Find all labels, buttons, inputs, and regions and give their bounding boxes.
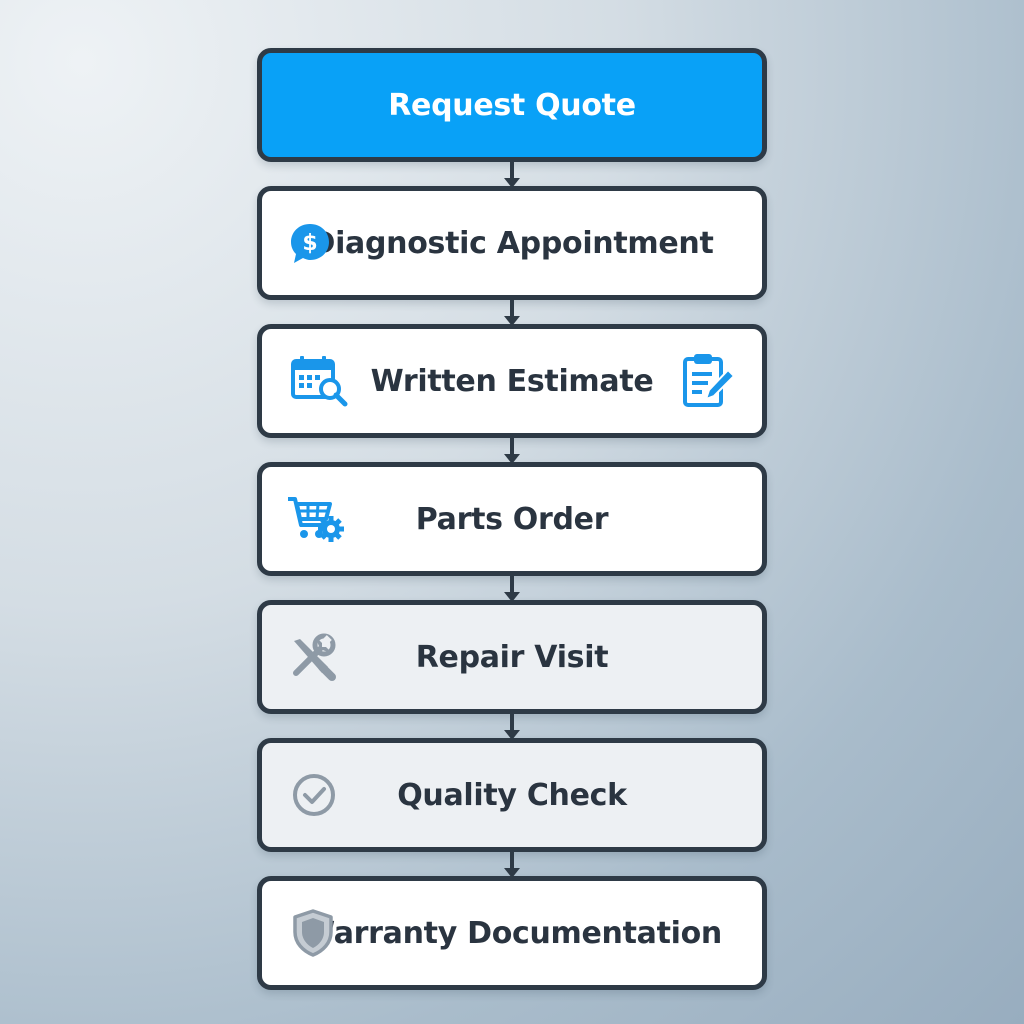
check-circle-icon — [290, 771, 338, 819]
calendar-search-icon — [290, 353, 350, 409]
step-diagnostic-appointment[interactable]: $ Diagnostic Appointment — [257, 186, 767, 300]
connector-arrow — [504, 714, 520, 744]
connector-arrow — [504, 438, 520, 468]
step-parts-order[interactable]: Parts Order — [257, 462, 767, 576]
step-label: Repair Visit — [415, 639, 609, 675]
step-label: Parts Order — [415, 501, 609, 537]
step-label: Request Quote — [388, 87, 636, 123]
step-label: Quality Check — [397, 777, 627, 813]
wrench-screwdriver-icon — [286, 631, 338, 683]
step-label: Diagnostic Appointment — [310, 225, 714, 261]
cart-gear-icon — [286, 495, 344, 543]
step-label: Written Estimate — [370, 363, 654, 399]
clipboard-edit-icon — [682, 352, 736, 410]
shield-icon — [290, 908, 336, 958]
step-quality-check[interactable]: Quality Check — [257, 738, 767, 852]
connector-arrow — [504, 852, 520, 882]
connector-arrow — [504, 162, 520, 192]
step-written-estimate[interactable]: Written Estimate — [257, 324, 767, 438]
step-label: Warranty Documentation — [302, 915, 722, 951]
connector-arrow — [504, 576, 520, 606]
step-repair-visit[interactable]: Repair Visit — [257, 600, 767, 714]
step-request-quote[interactable]: Request Quote — [257, 48, 767, 162]
connector-arrow — [504, 300, 520, 330]
step-warranty-documentation[interactable]: Warranty Documentation — [257, 876, 767, 990]
svg-text:$: $ — [302, 231, 317, 256]
dollar-chat-icon: $ — [286, 219, 334, 267]
